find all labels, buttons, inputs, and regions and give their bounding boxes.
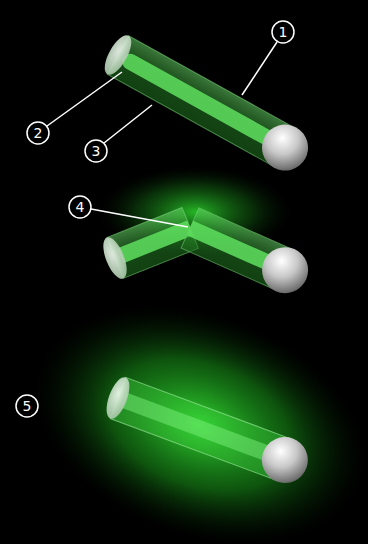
- glow: [3, 263, 368, 544]
- glowstick-activated: [102, 373, 315, 489]
- callout-markers: [16, 21, 294, 417]
- callout-number: 5: [16, 395, 38, 417]
- callout-number: 4: [69, 196, 91, 218]
- callout-number: 3: [85, 140, 107, 162]
- glowstick-bent-right: [181, 207, 316, 301]
- callout-number: 1: [272, 21, 294, 43]
- callout-number: 2: [27, 122, 49, 144]
- glowstick-intact: [99, 31, 316, 179]
